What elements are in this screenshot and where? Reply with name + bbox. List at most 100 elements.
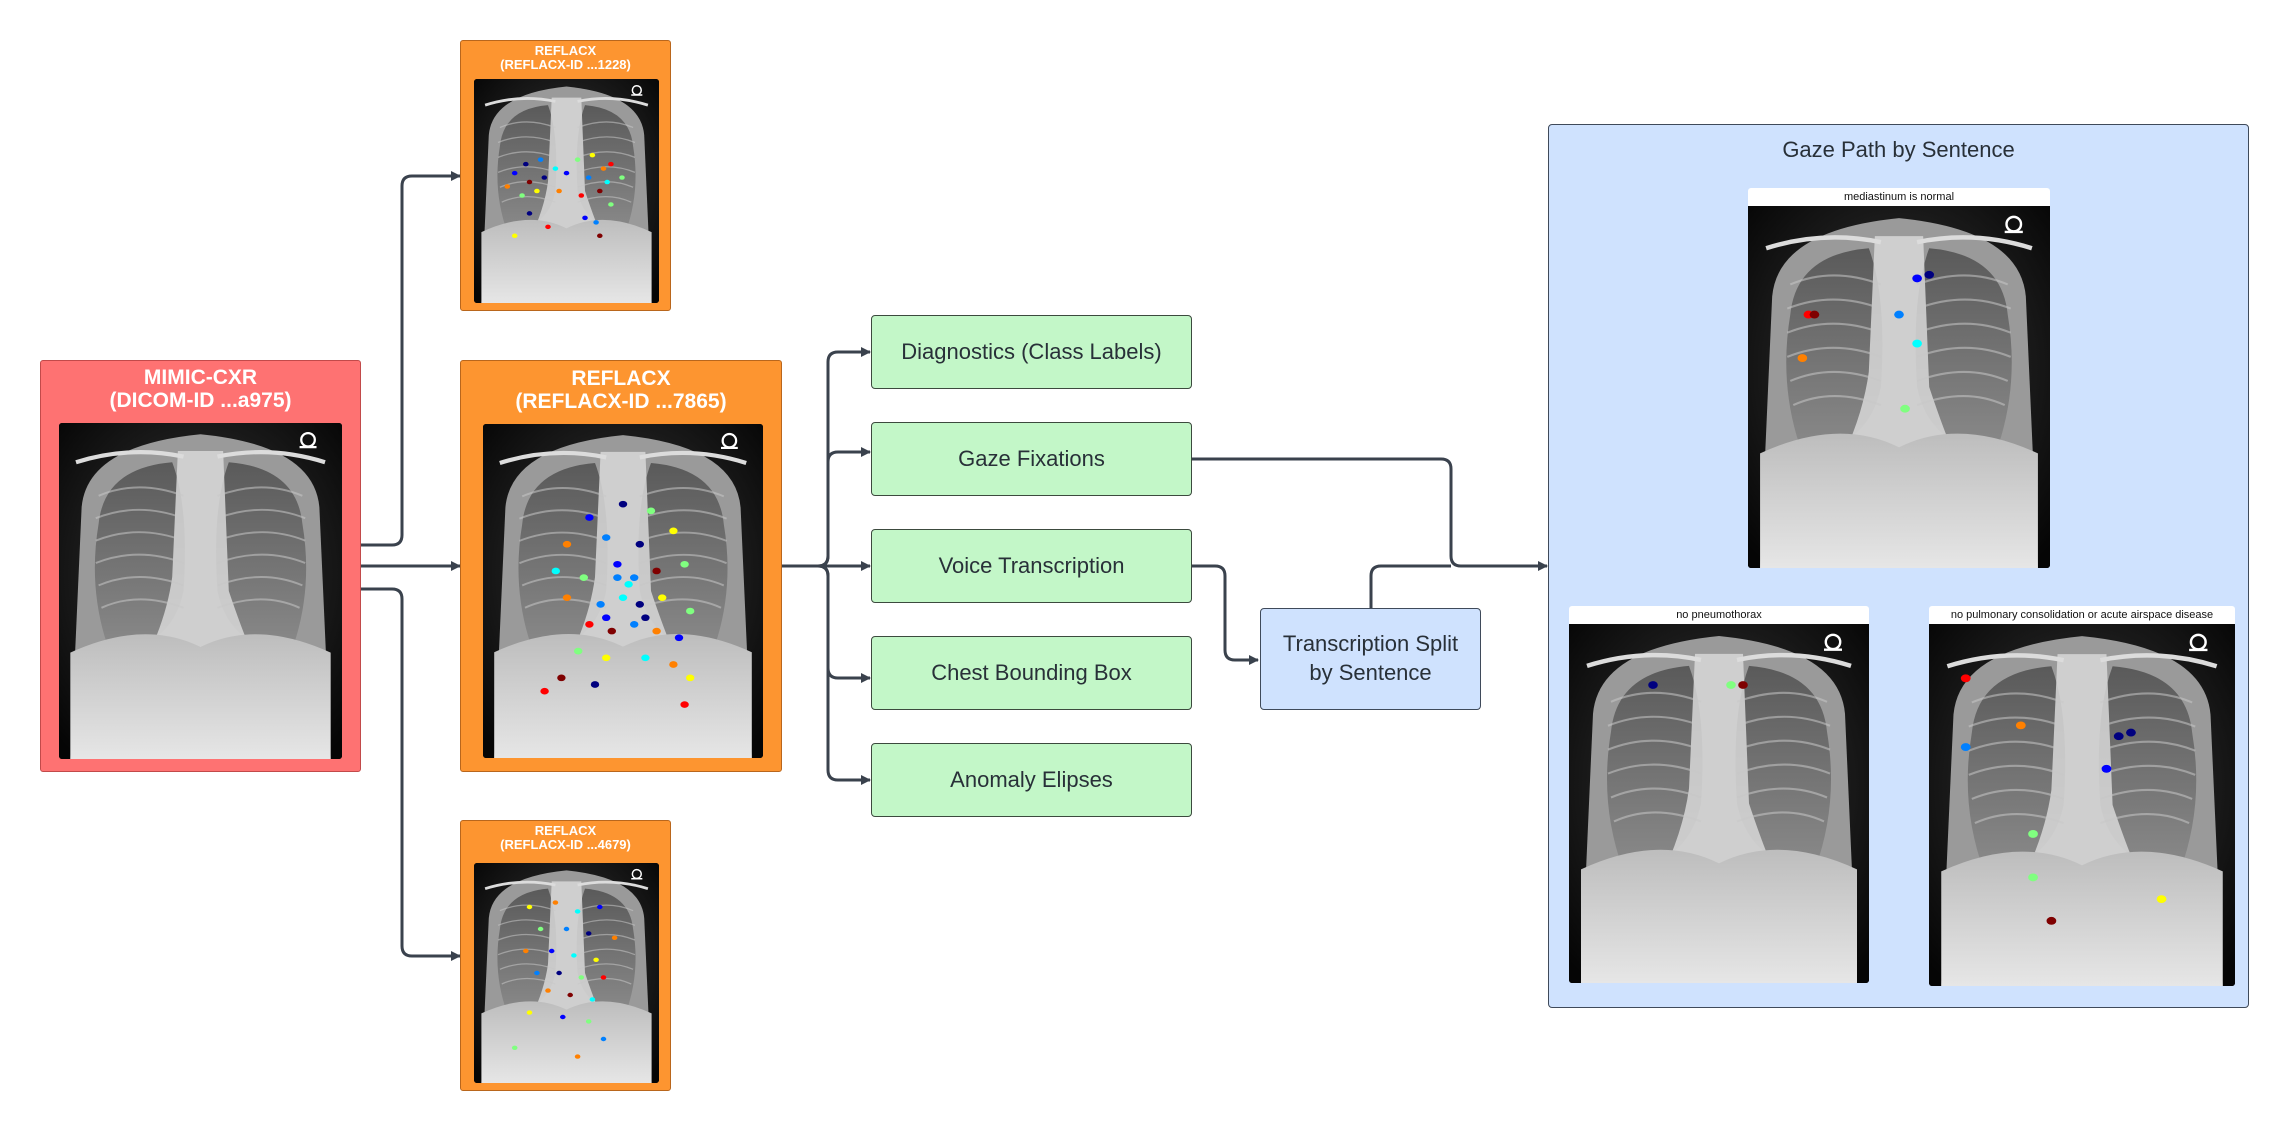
gaze-fixation-point [534, 188, 540, 194]
gaze-fixation-point [1924, 270, 1935, 279]
gaze-fixation-point [2015, 721, 2026, 730]
gaze-xray-main [483, 424, 763, 758]
chest-bounding-box-box: Chest Bounding Box [871, 636, 1192, 710]
gaze-fixation-point [523, 161, 529, 167]
gaze-fixation-point [526, 904, 533, 910]
arrow-source-to-reflacx-bottom [361, 587, 461, 961]
gaze-fixation-point [545, 988, 551, 993]
gaze-fixation-point [567, 992, 573, 998]
gaze-fixation-point [552, 166, 559, 171]
gaze-fixation-point [511, 170, 518, 176]
gaze-fixation-point [585, 931, 592, 936]
reflacx-main-title-line2: (REFLACX-ID ...7865) [515, 390, 727, 414]
gaze-fixation-point [669, 527, 678, 535]
arrow-voice-to-split [1192, 564, 1259, 665]
xray-graphic [1569, 624, 1869, 983]
gaze-fixation-point [686, 607, 695, 615]
gaze-fixation-point [608, 161, 614, 167]
gaze-fixation-point [1912, 274, 1922, 283]
arrow-to-diagnostics [782, 347, 871, 568]
gaze-fixation-point [602, 614, 611, 622]
gaze-fixation-point [590, 681, 600, 688]
gaze-fixation-point [619, 175, 625, 180]
gaze-fixation-point [624, 580, 633, 588]
gaze-fixation-point [551, 567, 560, 575]
gaze-fixation-point [574, 1054, 581, 1059]
gaze-fixation-point [600, 166, 607, 171]
reflacx-bottom-title-line2: (REFLACX-ID ...4679) [500, 837, 631, 853]
sentence-xray-1 [1748, 206, 2050, 568]
gaze-fixation-point [519, 193, 525, 198]
arrow-to-gaze-fixations [817, 447, 871, 568]
gaze-fixation-point [680, 560, 689, 568]
gaze-fixation-point [641, 654, 650, 662]
gaze-fixation-point [1797, 354, 1808, 362]
reflacx-top-title-line2: (REFLACX-ID ...1228) [500, 57, 631, 73]
gaze-fixation-point [574, 157, 581, 162]
gaze-fixation-point [597, 233, 603, 239]
gaze-fixation-point [585, 175, 592, 180]
scanner-stamp-icon [2189, 633, 2208, 652]
gaze-xray-top [474, 79, 659, 303]
gaze-fixation-point [1809, 310, 1820, 319]
arrow-source-to-reflacx-top [361, 171, 461, 547]
chest-xray-image [59, 423, 342, 759]
gaze-fixation-point [613, 574, 622, 581]
reflacx-top-panel: REFLACX (REFLACX-ID ...1228) [460, 40, 671, 311]
arrow-to-chest-bbox [817, 564, 871, 683]
gaze-fixation-point [541, 175, 548, 180]
gaze-fixation-point [630, 621, 639, 628]
gaze-path-panel: Gaze Path by Sentence mediastinum is nor… [1548, 124, 2249, 1008]
gaze-fixation-point [2126, 728, 2136, 737]
gaze-path-title: Gaze Path by Sentence [1782, 137, 2015, 162]
gaze-fixation-point [635, 540, 644, 548]
gaze-fixation-point [2028, 873, 2038, 882]
gaze-fixation-point [526, 179, 533, 185]
gaze-fixation-point [669, 661, 678, 668]
reflacx-bottom-panel: REFLACX (REFLACX-ID ...4679) [460, 820, 671, 1091]
scanner-stamp-icon [721, 432, 738, 450]
gaze-fixation-point [686, 674, 695, 682]
gaze-fixation-point [556, 970, 562, 976]
gaze-fixation-point [534, 970, 540, 976]
gaze-fixation-point [540, 687, 549, 695]
gaze-fixation-point [593, 957, 599, 962]
gaze-fixation-point [674, 634, 684, 642]
scanner-stamp-icon [631, 868, 643, 880]
mimic-cxr-panel: MIMIC-CXR (DICOM-ID ...a975) [40, 360, 361, 772]
gaze-fixation-point [2156, 895, 2167, 904]
gaze-fixation-point [562, 540, 572, 548]
xray-graphic [474, 79, 659, 303]
sentence-caption-1: mediastinum is normal [1748, 188, 2050, 206]
gaze-fixation-point [613, 560, 622, 568]
gaze-fixation-point [1912, 339, 1922, 348]
xray-graphic [483, 424, 763, 758]
scanner-stamp-icon [1824, 633, 1842, 651]
sentence-caption-3: no pulmonary consolidation or acute airs… [1929, 606, 2235, 624]
gaze-fixation-point [582, 215, 588, 221]
reflacx-bottom-title-line1: REFLACX [534, 823, 597, 838]
reflacx-top-title-line1: REFLACX [534, 43, 597, 58]
sentence-xray-2 [1569, 624, 1869, 983]
gaze-fixation-point [2113, 732, 2124, 741]
arrow-split-to-panel [1369, 564, 1451, 608]
diagnostics-box: Diagnostics (Class Labels) [871, 315, 1192, 389]
gaze-fixation-point [511, 233, 518, 239]
mimic-cxr-title-line2: (DICOM-ID ...a975) [109, 389, 292, 413]
scanner-stamp-icon [2004, 215, 2023, 234]
xray-graphic [474, 863, 659, 1083]
gaze-fixation-point [574, 647, 583, 655]
xray-graphic [1929, 624, 2235, 986]
transcription-split-box: Transcription Split by Sentence [1260, 608, 1481, 710]
mimic-cxr-title: MIMIC-CXR (DICOM-ID ...a975) [41, 366, 360, 412]
gaze-fixation-point [585, 1019, 592, 1024]
scanner-stamp-icon [299, 431, 317, 449]
gaze-fixation-point [2046, 916, 2057, 925]
gaze-fixation-point [604, 179, 610, 185]
gaze-fixation-point [630, 574, 639, 581]
transcription-split-line1: Transcription Split [1282, 631, 1459, 657]
gaze-fixation-point [511, 1045, 518, 1050]
reflacx-main-title-line1: REFLACX [571, 367, 671, 390]
gaze-fixation-point [571, 953, 577, 958]
